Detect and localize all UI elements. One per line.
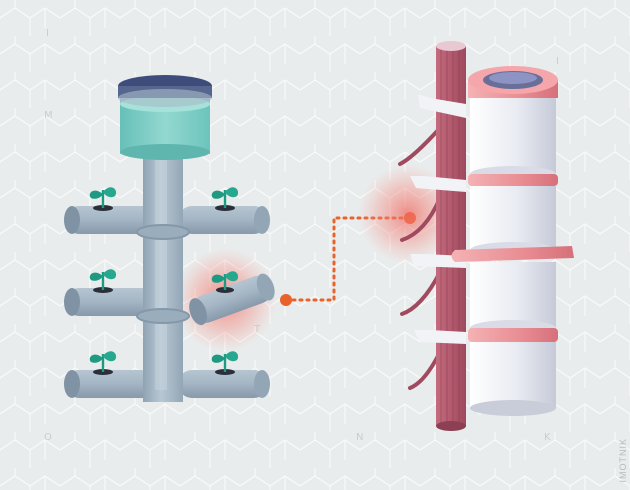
vertebra bbox=[470, 96, 556, 182]
seedling-icon bbox=[89, 351, 117, 375]
top-vertebra-ring bbox=[468, 66, 558, 98]
artist-credit: IMOTNIK bbox=[618, 437, 628, 483]
vertebra bbox=[470, 262, 556, 336]
seedling-icon bbox=[89, 269, 117, 293]
water-tank-icon bbox=[118, 75, 212, 160]
background-letter: N bbox=[356, 432, 364, 443]
herniated-disc bbox=[451, 246, 574, 262]
seedling-icon bbox=[211, 187, 239, 211]
pipe-row-3 bbox=[64, 370, 270, 398]
background-letter: T bbox=[254, 324, 261, 335]
seedling-icon bbox=[89, 187, 117, 211]
background-letter: O bbox=[44, 432, 52, 443]
detached-pipe bbox=[189, 273, 275, 326]
background-letter: K bbox=[544, 432, 551, 443]
seedling-icon bbox=[211, 271, 239, 293]
disc bbox=[468, 174, 558, 186]
seedling-icon bbox=[211, 351, 239, 375]
vertebra bbox=[470, 342, 556, 416]
disc bbox=[468, 328, 558, 342]
pipe-row-2 bbox=[64, 288, 165, 316]
main-pipe bbox=[143, 150, 183, 402]
pipe-row-1 bbox=[64, 206, 270, 234]
spine-icon bbox=[358, 41, 574, 431]
hydroponic-tower bbox=[64, 75, 277, 402]
background-letter: I bbox=[46, 28, 49, 39]
background-letter: I bbox=[556, 56, 559, 67]
connector-start-dot bbox=[280, 294, 292, 306]
background-letter: M bbox=[44, 110, 53, 121]
